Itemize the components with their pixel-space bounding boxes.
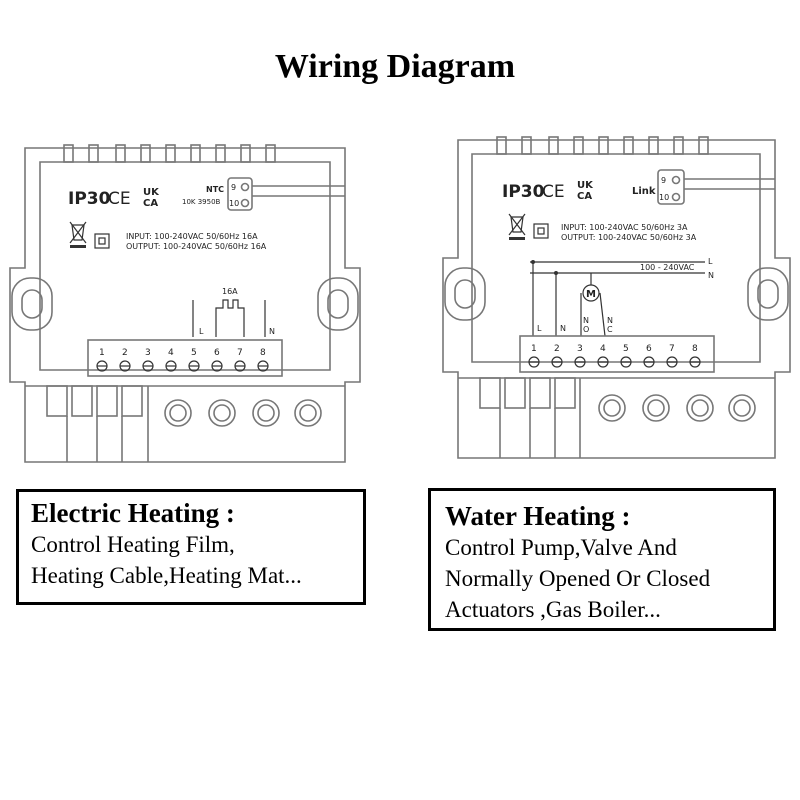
right-ce-mark: CE: [542, 182, 565, 202]
left-ntc-terminal-block: [227, 177, 253, 211]
left-output-spec: OUTPUT: 100-240VAC 50/60Hz 16A: [126, 242, 267, 251]
right-double-insulation-icon: [533, 223, 549, 239]
electric-heating-title: Electric Heating :: [31, 498, 235, 528]
right-screw-holes: [598, 394, 756, 422]
left-terminal-4: 4: [168, 348, 174, 358]
left-terminal-2: 2: [122, 348, 128, 358]
right-pump-actuator-icon: M: [582, 284, 600, 302]
right-weee-icon: [508, 213, 526, 240]
left-inner-frame: [39, 161, 331, 371]
left-ce-mark: CE: [108, 189, 131, 209]
left-terminal-7: 7: [237, 348, 243, 358]
right-top-label-nc-c: C: [607, 325, 613, 334]
right-link-label: Link: [632, 186, 656, 197]
right-output-spec: OUTPUT: 100-240VAC 50/60Hz 3A: [561, 233, 697, 242]
right-terminal-4: 4: [600, 344, 606, 354]
right-terminal-7: 7: [669, 344, 675, 354]
right-terminal-8: 8: [692, 344, 698, 354]
left-screw-holes: [164, 399, 322, 427]
right-terminal-1: 1: [531, 344, 537, 354]
left-terminal-6: 6: [214, 348, 220, 358]
page-title: Wiring Diagram: [274, 48, 516, 85]
left-double-insulation-icon: [94, 233, 110, 249]
left-ukca-top: UK: [143, 187, 160, 198]
left-mount-ear-left: [11, 277, 53, 331]
water-heating-line-3: Actuators ,Gas Boiler...: [445, 597, 661, 622]
right-terminal-5: 5: [623, 344, 629, 354]
electric-heating-line-1: Control Heating Film,: [31, 532, 235, 557]
right-bottom-fins: [479, 377, 581, 458]
electric-heating-caption: Electric Heating : Control Heating Film,…: [16, 489, 366, 605]
right-top-label-L: L: [537, 324, 542, 333]
water-heating-caption: Water Heating : Control Pump,Valve And N…: [428, 488, 776, 631]
left-terminal-screws: [96, 360, 269, 372]
left-housing-outline: [9, 147, 361, 463]
right-housing-outline: [442, 139, 791, 459]
water-heating-line-2: Normally Opened Or Closed: [445, 566, 711, 591]
right-thermostat-unit: IP30 CE UK CA Link 9 10 INPUT: 100-240VA…: [442, 136, 791, 459]
left-ntc-label: NTC: [206, 185, 224, 194]
left-bottom-fins: [46, 385, 149, 462]
right-mount-ear-right: [747, 267, 789, 321]
right-terminal-6: 6: [646, 344, 652, 354]
svg-text:M: M: [586, 289, 596, 300]
left-load-rating: 16A: [222, 287, 238, 296]
right-bus-label-N: N: [708, 271, 714, 280]
left-ip-rating: IP30: [68, 189, 111, 209]
right-ukca-top: UK: [577, 180, 594, 191]
left-terminal-block: [87, 339, 283, 377]
left-ntc-terminal-9: 9: [231, 183, 236, 192]
right-top-label-nc-n: N: [607, 316, 613, 325]
left-ntc-type: 10K 3950B: [182, 198, 221, 206]
right-mount-ear-left: [444, 267, 486, 321]
right-terminal-block: [519, 335, 715, 373]
right-top-label-no-n: N: [583, 316, 589, 325]
left-terminal-5: 5: [191, 348, 197, 358]
left-line-label: L: [199, 327, 204, 336]
left-input-spec: INPUT: 100-240VAC 50/60Hz 16A: [126, 232, 258, 241]
left-ntc-terminal-10: 10: [229, 199, 239, 208]
right-terminal-2: 2: [554, 344, 560, 354]
left-terminal-3: 3: [145, 348, 151, 358]
right-terminal-3: 3: [577, 344, 583, 354]
left-ukca-bottom: CA: [143, 198, 158, 209]
left-terminal-labels: 1 2 3 4 5 6 7 8: [99, 348, 266, 358]
right-top-label-N: N: [560, 324, 566, 333]
left-mount-ear-right: [317, 277, 359, 331]
right-terminal-top-labels: L N N O N C: [537, 316, 613, 334]
right-ukca-bottom: CA: [577, 191, 592, 202]
left-thermostat-unit: IP30 CE UK CA NTC 10K 3950B 9 10 INPUT: …: [9, 144, 361, 463]
right-inner-frame: [471, 153, 761, 363]
right-link-terminal-9: 9: [661, 176, 666, 185]
right-ip-rating: IP30: [502, 182, 545, 202]
right-terminal-screws: [528, 356, 701, 368]
right-supply-label: 100 - 240VAC: [640, 263, 695, 272]
right-bus-label-L: L: [708, 257, 713, 266]
water-heating-title: Water Heating :: [445, 501, 631, 531]
left-terminal-1: 1: [99, 348, 105, 358]
left-terminal-8: 8: [260, 348, 266, 358]
right-link-terminal-10: 10: [659, 193, 669, 202]
left-heating-load-symbol: [215, 299, 245, 337]
right-input-spec: INPUT: 100-240VAC 50/60Hz 3A: [561, 223, 688, 232]
left-neutral-label: N: [269, 327, 275, 336]
right-terminal-labels: 1 2 3 4 5 6 7 8: [531, 344, 698, 354]
right-link-terminal-block: [657, 169, 685, 205]
right-top-label-no-o: O: [583, 325, 589, 334]
electric-heating-line-2: Heating Cable,Heating Mat...: [31, 563, 302, 588]
left-weee-icon: [69, 221, 87, 248]
water-heating-line-1: Control Pump,Valve And: [445, 535, 677, 560]
